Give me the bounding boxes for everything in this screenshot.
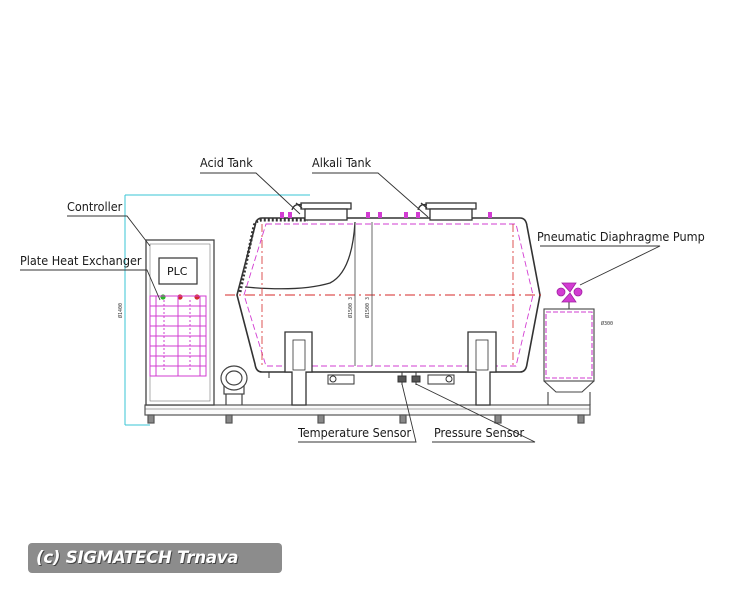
- controller-cabinet: [145, 239, 215, 406]
- leader-lines: [20, 172, 661, 443]
- plate-heat-exchanger-label: Plate Heat Exchanger: [20, 253, 142, 268]
- alkali-manhole: [417, 202, 477, 221]
- plate-heat-exchanger: [149, 295, 207, 377]
- base-frame: [144, 404, 591, 424]
- diaphragm-pump-assembly: [543, 302, 595, 405]
- alkali-height-dimension: Ø1500 3: [364, 297, 371, 318]
- plc-display-label: PLC: [167, 265, 188, 278]
- pneumatic-pump-icon: [556, 282, 583, 303]
- controller-height-dimension: Ø1400: [117, 303, 124, 318]
- watermark-badge: (c) SIGMATECH Trnava: [28, 543, 282, 573]
- bottom-valves: [268, 372, 455, 385]
- temperature-sensor-label: Temperature Sensor: [297, 425, 411, 440]
- watermark-text: (c) SIGMATECH Trnava: [36, 548, 239, 567]
- controller-label: Controller: [67, 199, 123, 214]
- feed-pump: [220, 365, 248, 405]
- acid-tank-label: Acid Tank: [200, 155, 253, 170]
- pneumatic-pump-label: Pneumatic Diaphragme Pump: [537, 229, 705, 244]
- pressure-sensor-label: Pressure Sensor: [434, 425, 524, 440]
- acid-manhole: [291, 202, 352, 221]
- acid-height-dimension: Ø1500 3: [347, 297, 354, 318]
- main-tank: [225, 217, 545, 373]
- alkali-tank-label: Alkali Tank: [312, 155, 372, 170]
- top-nozzles: [280, 212, 492, 218]
- tank-legs: [284, 331, 497, 406]
- pump-pipe-dimension: Ø300: [601, 320, 613, 327]
